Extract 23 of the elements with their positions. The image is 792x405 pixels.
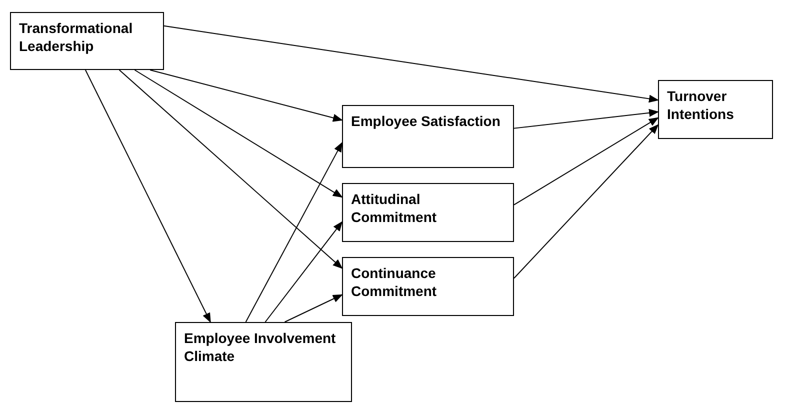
- variable-label: Continuance Commitment: [351, 264, 438, 300]
- variable-box: [342, 183, 514, 242]
- arrow: [284, 294, 343, 322]
- arrow: [164, 25, 659, 103]
- arrow: [118, 70, 343, 269]
- arrow: [514, 124, 659, 279]
- arrow: [134, 70, 343, 198]
- variable-box: [658, 80, 773, 139]
- variable-box: [342, 257, 514, 316]
- variable-box: [10, 12, 164, 70]
- arrow: [150, 70, 343, 122]
- variable-label: Transformational Leadership: [19, 19, 134, 55]
- arrow: [84, 70, 211, 323]
- arrow: [245, 142, 342, 322]
- variable-label: Employee Involvement Climate: [184, 329, 337, 365]
- variable-box: [342, 105, 514, 168]
- arrow: [514, 117, 659, 206]
- arrow: [264, 221, 343, 322]
- variable-label: Turnover Intentions: [667, 87, 735, 123]
- variable-label: Employee Satisfaction: [351, 112, 502, 130]
- variable-box: [175, 322, 352, 402]
- arrow: [514, 108, 659, 129]
- variable-label: Attitudinal Commitment: [351, 190, 438, 226]
